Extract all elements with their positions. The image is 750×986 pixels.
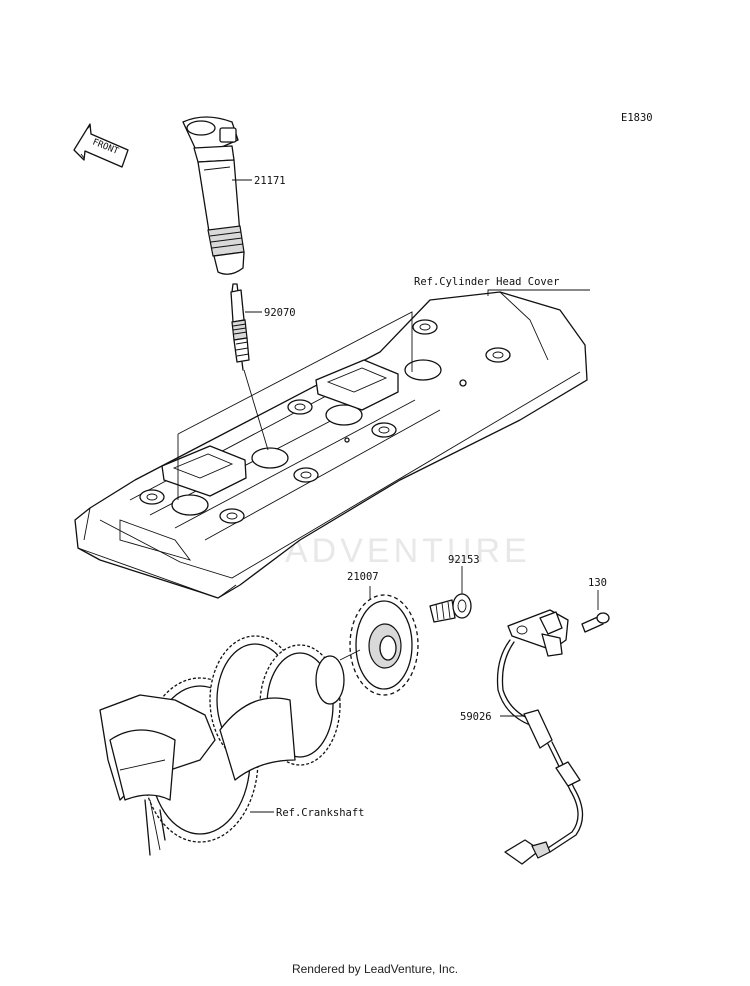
cylinder-head-cover-part[interactable] [74, 291, 588, 599]
callout-130: 130 [588, 577, 607, 589]
ignition-coil-part[interactable] [182, 116, 245, 275]
footer-credit: Rendered by LeadVenture, Inc. [291, 962, 459, 976]
callout-21007: 21007 [347, 571, 379, 583]
callout-ref-crankshaft: Ref.Crankshaft [276, 807, 365, 819]
diagram-code: E1830 [621, 112, 653, 124]
callout-ref-cylinder-head-cover: Ref.Cylinder Head Cover [414, 276, 559, 288]
watermark-text: ADVENTURE [285, 532, 531, 570]
crank-sensor-part[interactable] [496, 609, 584, 865]
cover-guide-lines [177, 311, 413, 500]
rotor-guide-line [339, 649, 361, 661]
front-arrow-icon: FRONT [73, 123, 129, 168]
plug-guide-line [243, 369, 269, 451]
callout-59026: 59026 [460, 711, 492, 723]
leader-head-cover [487, 289, 590, 296]
callout-92070: 92070 [264, 307, 296, 319]
crankshaft-part[interactable] [99, 635, 345, 856]
spark-plug-part[interactable] [230, 283, 250, 371]
bolt-130-part[interactable] [581, 612, 610, 633]
timing-rotor-part[interactable] [349, 594, 419, 696]
bolt-92153-part[interactable] [429, 593, 472, 623]
callout-92153: 92153 [448, 554, 480, 566]
callout-21171: 21171 [254, 175, 286, 187]
